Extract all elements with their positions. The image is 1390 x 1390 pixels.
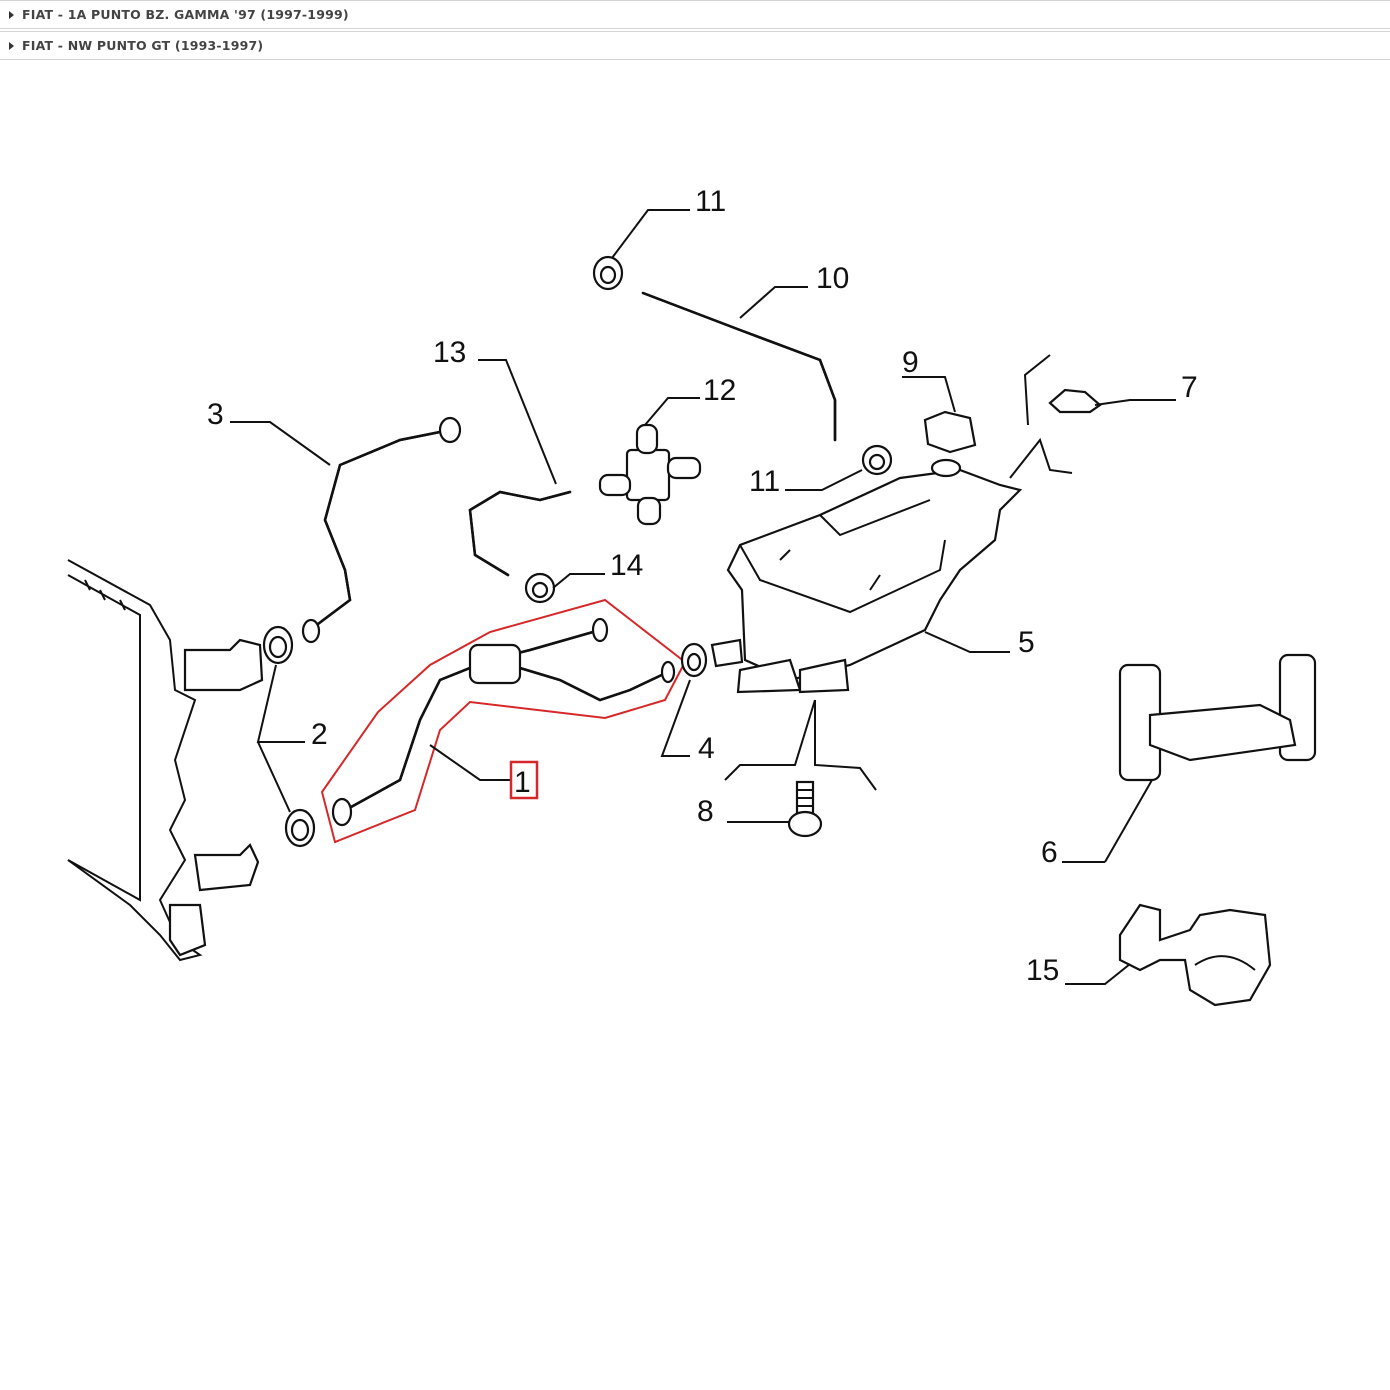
- bracket-part-6: [1118, 653, 1317, 782]
- hose-part-10: [641, 291, 837, 442]
- callout-12[interactable]: 12: [703, 374, 736, 407]
- clamp-part-4: [680, 642, 708, 678]
- callout-15[interactable]: 15: [1026, 954, 1059, 987]
- model-row-punto-gt[interactable]: FIAT - NW PUNTO GT (1993-1997): [0, 31, 1390, 60]
- bracket-part-9: [923, 410, 977, 454]
- callout-14[interactable]: 14: [610, 549, 643, 582]
- callout-4[interactable]: 4: [698, 732, 715, 765]
- connector-part-12: [598, 423, 702, 526]
- callout-11-upper[interactable]: 11: [695, 185, 726, 218]
- callout-10[interactable]: 10: [816, 262, 849, 295]
- callout-1[interactable]: 1: [514, 766, 531, 799]
- model-label: FIAT - NW PUNTO GT (1993-1997): [22, 38, 264, 53]
- bolt-part-8: [787, 780, 823, 838]
- callout-13[interactable]: 13: [433, 336, 466, 369]
- hose-part-1: [331, 617, 676, 827]
- selected-callout-box: [509, 760, 539, 800]
- callout-7[interactable]: 7: [1181, 371, 1198, 404]
- clamp-part-14: [524, 572, 556, 604]
- hose-part-13: [468, 490, 572, 577]
- hose-part-3: [301, 416, 462, 644]
- callout-3[interactable]: 3: [207, 398, 224, 431]
- model-row-punto-97[interactable]: FIAT - 1A PUNTO BZ. GAMMA '97 (1997-1999…: [0, 0, 1390, 29]
- callout-6[interactable]: 6: [1041, 836, 1058, 869]
- clip-part-7: [1048, 388, 1102, 414]
- callout-8[interactable]: 8: [697, 795, 714, 828]
- callout-9[interactable]: 9: [902, 346, 919, 379]
- clamp-part-2-upper: [262, 625, 294, 665]
- expand-arrow-icon: [9, 10, 14, 19]
- clamp-part-2-lower: [284, 808, 316, 848]
- selection-outline: [320, 598, 687, 844]
- clamp-part-11-upper: [592, 255, 624, 291]
- radiator: [67, 559, 264, 962]
- clamp-part-11-lower: [861, 444, 893, 476]
- expansion-tank-part-5: [710, 458, 1023, 694]
- callout-5[interactable]: 5: [1018, 626, 1035, 659]
- model-label: FIAT - 1A PUNTO BZ. GAMMA '97 (1997-1999…: [22, 7, 349, 22]
- clip-part-15: [1118, 903, 1272, 1007]
- leader-lines: [230, 209, 1176, 985]
- callout-11-lower[interactable]: 11: [749, 465, 780, 498]
- callout-2[interactable]: 2: [311, 718, 328, 751]
- expand-arrow-icon: [9, 41, 14, 50]
- exploded-parts-diagram: 1 2 3 4 5 6 7 8 9 10 11 11 12 13 14 15: [67, 185, 1317, 1007]
